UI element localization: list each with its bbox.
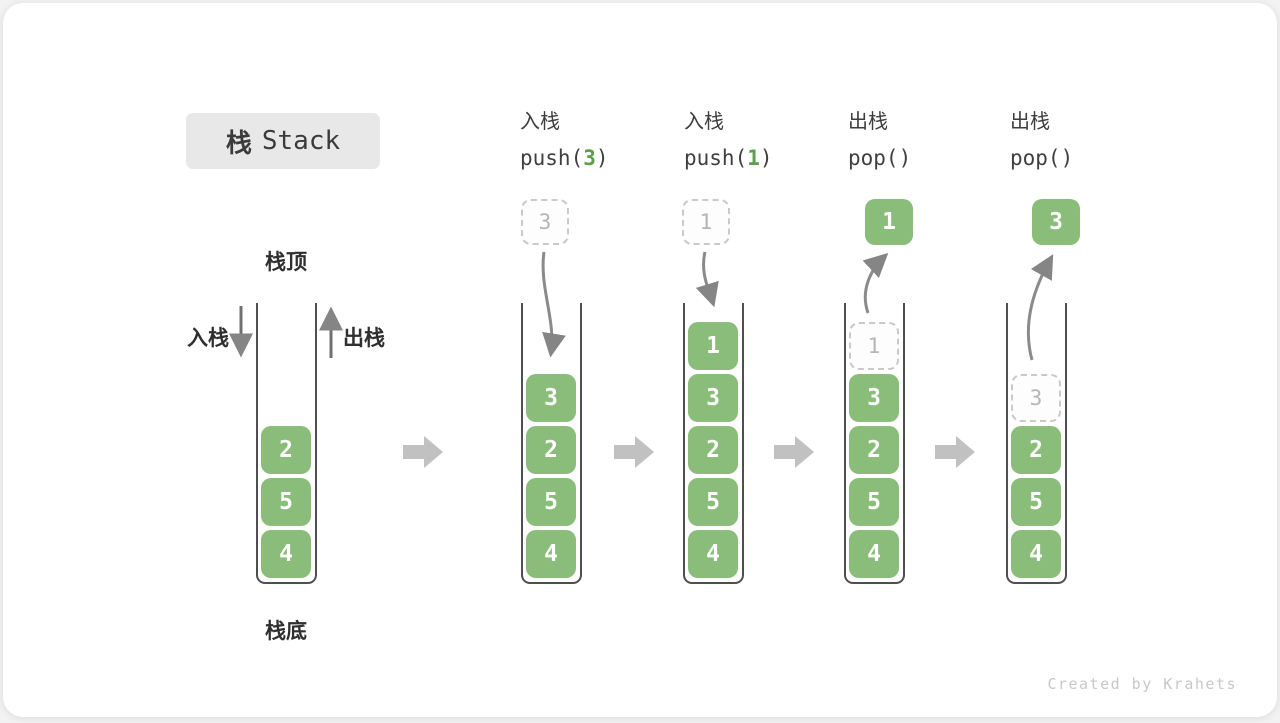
stack-cell: 4 xyxy=(526,530,576,578)
push-flow-arrow-icon xyxy=(695,251,719,308)
stack-cell: 1 xyxy=(688,322,738,370)
popped-element: 1 xyxy=(865,199,913,245)
push-direction-label: 入栈 xyxy=(187,326,229,350)
op-label-pop-1: 出栈 pop() xyxy=(848,107,998,172)
stack-cell: 2 xyxy=(261,426,311,474)
op-label-zh: 入栈 xyxy=(684,109,724,133)
incoming-element: 3 xyxy=(521,199,569,245)
op-label-zh: 出栈 xyxy=(848,109,888,133)
stack-bottom-label: 栈底 xyxy=(265,619,307,643)
popped-element: 3 xyxy=(1032,199,1080,245)
stack-cell: 4 xyxy=(849,530,899,578)
stack-top-label: 栈顶 xyxy=(265,250,307,274)
op-label-pop-2: 出栈 pop() xyxy=(1010,107,1160,172)
stack-cell: 2 xyxy=(688,426,738,474)
stack-cell-ghost: 3 xyxy=(1011,374,1061,422)
stack-cell: 5 xyxy=(1011,478,1061,526)
op-label-code: pop() xyxy=(1010,146,1074,170)
stack-cell: 5 xyxy=(849,478,899,526)
credit-text: Created by Krahets xyxy=(1047,675,1237,693)
stack-cell: 3 xyxy=(526,374,576,422)
op-label-push-1: 入栈 push(1) xyxy=(684,107,834,172)
stack-cell: 4 xyxy=(261,530,311,578)
diagram-canvas: 栈 Stack 入栈 push(3) 入栈 push(1) 出栈 pop() 出… xyxy=(3,3,1277,717)
stack-cell: 3 xyxy=(688,374,738,422)
op-label-code: pop() xyxy=(848,146,912,170)
title-zh: 栈 xyxy=(225,128,252,159)
step-arrow-icon xyxy=(614,434,654,470)
title-en: Stack xyxy=(261,126,341,156)
op-label-push-3: 入栈 push(3) xyxy=(520,107,670,172)
op-label-zh: 出栈 xyxy=(1010,109,1050,133)
step-arrow-icon xyxy=(403,434,443,470)
pop-direction-label: 出栈 xyxy=(343,326,385,350)
stack-cell-ghost: 1 xyxy=(849,322,899,370)
op-label-code: push(3) xyxy=(520,146,609,170)
incoming-element: 1 xyxy=(682,199,730,245)
stack-cell: 2 xyxy=(849,426,899,474)
stack-cell: 5 xyxy=(261,478,311,526)
stack-cell: 3 xyxy=(849,374,899,422)
step-arrow-icon xyxy=(935,434,975,470)
title-box: 栈 Stack xyxy=(186,113,380,169)
op-label-zh: 入栈 xyxy=(520,109,560,133)
stack-cell: 4 xyxy=(1011,530,1061,578)
op-label-code: push(1) xyxy=(684,146,773,170)
stack-cell: 5 xyxy=(688,478,738,526)
stack-cell: 2 xyxy=(526,426,576,474)
stack-cell: 4 xyxy=(688,530,738,578)
stack-cell: 2 xyxy=(1011,426,1061,474)
stack-cell: 5 xyxy=(526,478,576,526)
step-arrow-icon xyxy=(774,434,814,470)
